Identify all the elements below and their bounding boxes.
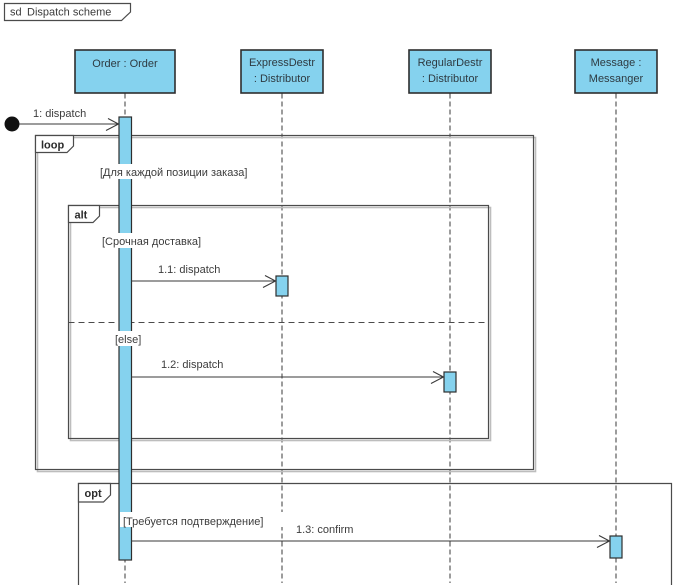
loop-operator-pentagon [34,134,75,154]
found-message-node[interactable] [4,116,20,132]
alt-fragment-shadow [69,206,492,442]
opt-guard[interactable]: [Требуется подтверждение] [123,516,263,528]
alt-operator-label: alt [75,210,88,222]
lifeline-head-message-label-line2: Messanger [589,73,644,85]
activation-regulardestr[interactable] [443,371,457,393]
lifeline-head-order-label: Order : Order [92,58,158,70]
lifeline-head-order[interactable] [74,49,176,94]
opt-operator-label: opt [85,488,102,500]
message-1-arrowhead-icon [105,118,120,131]
message-1-3-arrowhead-icon [596,535,611,548]
opt-operator-pentagon [77,482,112,503]
lifeline-head-expressdestr-label-line2: : Distributor [254,73,311,85]
loop-fragment-shadow [36,136,537,473]
lifeline-head-regulardestr-label-line2: : Distributor [422,73,479,85]
message-1-2-arrowhead-icon [430,371,445,384]
message-1-3-label[interactable]: 1.3: confirm [296,524,353,536]
opt-fragment-frame[interactable] [77,482,673,585]
frame-title: sd Dispatch scheme [10,7,111,19]
message-1-2-label[interactable]: 1.2: dispatch [161,359,223,371]
alt-guard-else[interactable]: [else] [115,334,141,346]
else-guard-bg [112,331,150,346]
operators-layer: loop alt opt [34,134,112,503]
frame-title-tab [3,2,132,22]
loop-guard[interactable]: [Для каждой позиции заказа] [100,167,247,179]
message-1-label[interactable]: 1: dispatch [33,108,86,120]
loop-operator-label: loop [41,140,64,152]
guards-layer: [Для каждой позиции заказа] [Срочная дос… [97,164,298,528]
messages-layer: 1: dispatch 1.1: dispatch 1.2: dispatch … [4,108,611,548]
alt-guard-main[interactable]: [Срочная доставка] [102,236,201,248]
loop-fragment-frame[interactable] [34,134,535,471]
activations-layer [118,116,623,561]
lifeline-head-message-label-line1: Message : [591,57,642,69]
message-1-1-label[interactable]: 1.1: dispatch [158,264,220,276]
alt-guard-bg [99,233,235,248]
frame-title-text: Dispatch scheme [27,7,111,19]
fragments-layer [34,134,673,585]
alt-operator-pentagon [67,204,101,224]
frame-title-tab-group: sd Dispatch scheme [3,2,132,22]
opt-guard-bg [120,512,298,527]
lifeline-head-regulardestr[interactable] [408,49,492,94]
message-1-1-arrowhead-icon [262,275,277,288]
lifeline-head-regulardestr-label-line1: RegularDestr [418,57,483,69]
lifeline-head-message[interactable] [574,49,658,94]
frame-title-keyword: sd [10,7,22,19]
lifeline-heads-layer: Order : Order ExpressDestr : Distributor… [74,49,658,94]
lifeline-head-expressdestr-label-line1: ExpressDestr [249,57,315,69]
activation-message[interactable] [609,535,623,559]
activation-expressdestr[interactable] [275,275,289,297]
loop-guard-bg [97,164,263,179]
lifeline-head-expressdestr[interactable] [240,49,324,94]
